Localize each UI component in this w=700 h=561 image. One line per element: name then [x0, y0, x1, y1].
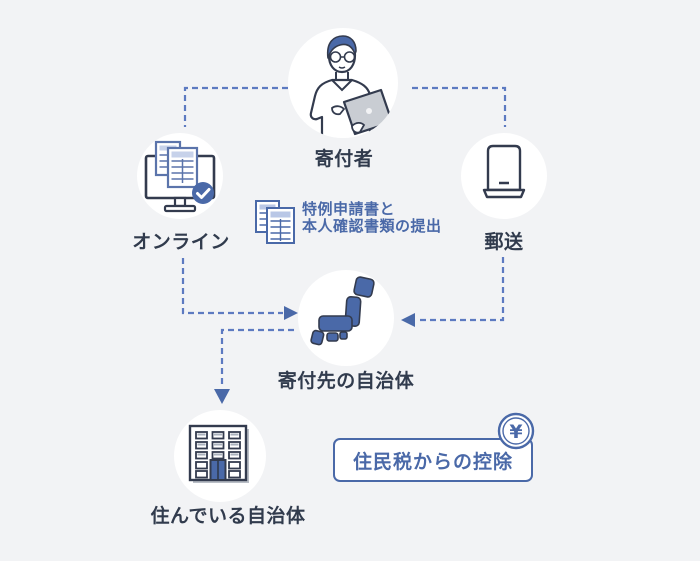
note-text: 特例申請書と 本人確認書類の提出: [302, 201, 442, 235]
donor-node: [288, 28, 398, 138]
home-node: [174, 410, 266, 502]
monitor-documents-icon: [144, 140, 216, 213]
destination-node: [298, 270, 394, 366]
mailbox-icon: [482, 144, 526, 199]
mail-label: 郵送: [484, 231, 524, 253]
home-label: 住んでいる自治体: [150, 505, 306, 527]
person-laptop-icon: [309, 35, 394, 138]
documents-icon: [255, 200, 295, 244]
application-note: 特例申請書と 本人確認書類の提出: [254, 199, 442, 245]
arrow-online-destination: [181, 258, 298, 320]
building-icon: [188, 424, 249, 483]
mail-node: [461, 133, 547, 219]
donor-label: 寄付者: [314, 148, 374, 170]
yen-symbol: ¥: [509, 421, 522, 443]
yen-coin-icon: ¥: [497, 412, 535, 450]
japan-map-icon: [310, 276, 375, 346]
connector-donor-online: [183, 86, 288, 127]
online-label: オンライン: [132, 231, 230, 253]
online-node: [137, 133, 223, 219]
arrow-mail-destination: [401, 257, 505, 327]
note-line-1: 特例申請書と: [302, 200, 396, 218]
deduction-box: 住民税からの控除: [333, 438, 533, 482]
destination-label: 寄付先の自治体: [277, 370, 415, 392]
note-line-2: 本人確認書類の提出: [302, 217, 442, 235]
deduction-label: 住民税からの控除: [352, 450, 513, 473]
connector-donor-mail: [412, 86, 507, 127]
